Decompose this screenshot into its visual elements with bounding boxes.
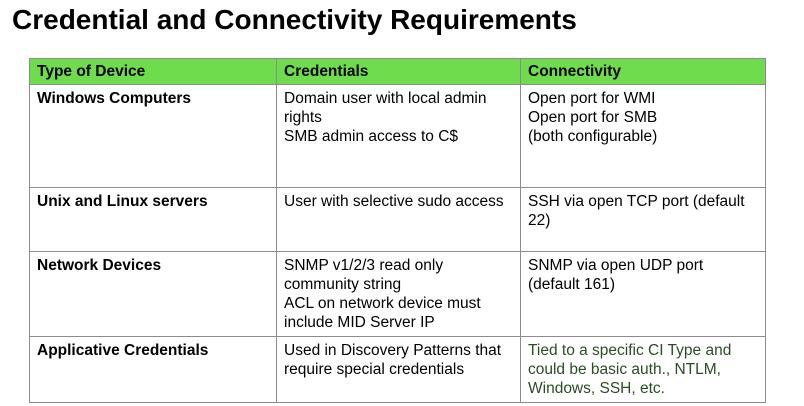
connectivity-cell: SSH via open TCP port (default 22): [520, 187, 766, 252]
credentials-cell: Domain user with local admin rights SMB …: [276, 84, 521, 188]
connectivity-line: Tied to a specific CI Type and could be …: [528, 342, 732, 397]
credentials-line: SNMP v1/2/3 read only community string: [284, 257, 444, 293]
column-header-type: Type of Device: [29, 58, 277, 85]
requirements-table: Type of Device Credentials Connectivity …: [29, 58, 766, 403]
connectivity-cell: Open port for WMI Open port for SMB (bot…: [520, 84, 766, 188]
table-row: Applicative Credentials Used in Discover…: [29, 336, 766, 403]
table-row: Network Devices SNMP v1/2/3 read only co…: [29, 251, 766, 337]
table-row: Windows Computers Domain user with local…: [29, 84, 766, 188]
credentials-cell: Used in Discovery Patterns that require …: [276, 336, 521, 403]
device-type-cell: Network Devices: [29, 251, 277, 337]
column-header-credentials: Credentials: [276, 58, 521, 85]
credentials-line: SMB admin access to C$: [284, 128, 459, 145]
connectivity-line: Open port for SMB: [528, 109, 658, 126]
column-header-connectivity: Connectivity: [520, 58, 766, 85]
page-title: Credential and Connectivity Requirements: [12, 4, 577, 35]
credentials-line: ACL on network device must include MID S…: [284, 295, 481, 331]
connectivity-line: Open port for WMI: [528, 90, 656, 107]
credentials-cell: User with selective sudo access: [276, 187, 521, 252]
credentials-line: Used in Discovery Patterns that require …: [284, 342, 502, 378]
connectivity-line: SSH via open TCP port (default 22): [528, 193, 745, 229]
connectivity-cell: SNMP via open UDP port (default 161): [520, 251, 766, 337]
device-type-cell: Unix and Linux servers: [29, 187, 277, 252]
table-row: Unix and Linux servers User with selecti…: [29, 187, 766, 252]
table-header-row: Type of Device Credentials Connectivity: [29, 58, 766, 85]
connectivity-cell: Tied to a specific CI Type and could be …: [520, 336, 766, 403]
credentials-line: User with selective sudo access: [284, 193, 504, 210]
device-type-cell: Applicative Credentials: [29, 336, 277, 403]
device-type-cell: Windows Computers: [29, 84, 277, 188]
credentials-line: Domain user with local admin rights: [284, 90, 487, 126]
connectivity-line: (both configurable): [528, 128, 658, 145]
connectivity-line: SNMP via open UDP port (default 161): [528, 257, 704, 293]
credentials-cell: SNMP v1/2/3 read only community string A…: [276, 251, 521, 337]
